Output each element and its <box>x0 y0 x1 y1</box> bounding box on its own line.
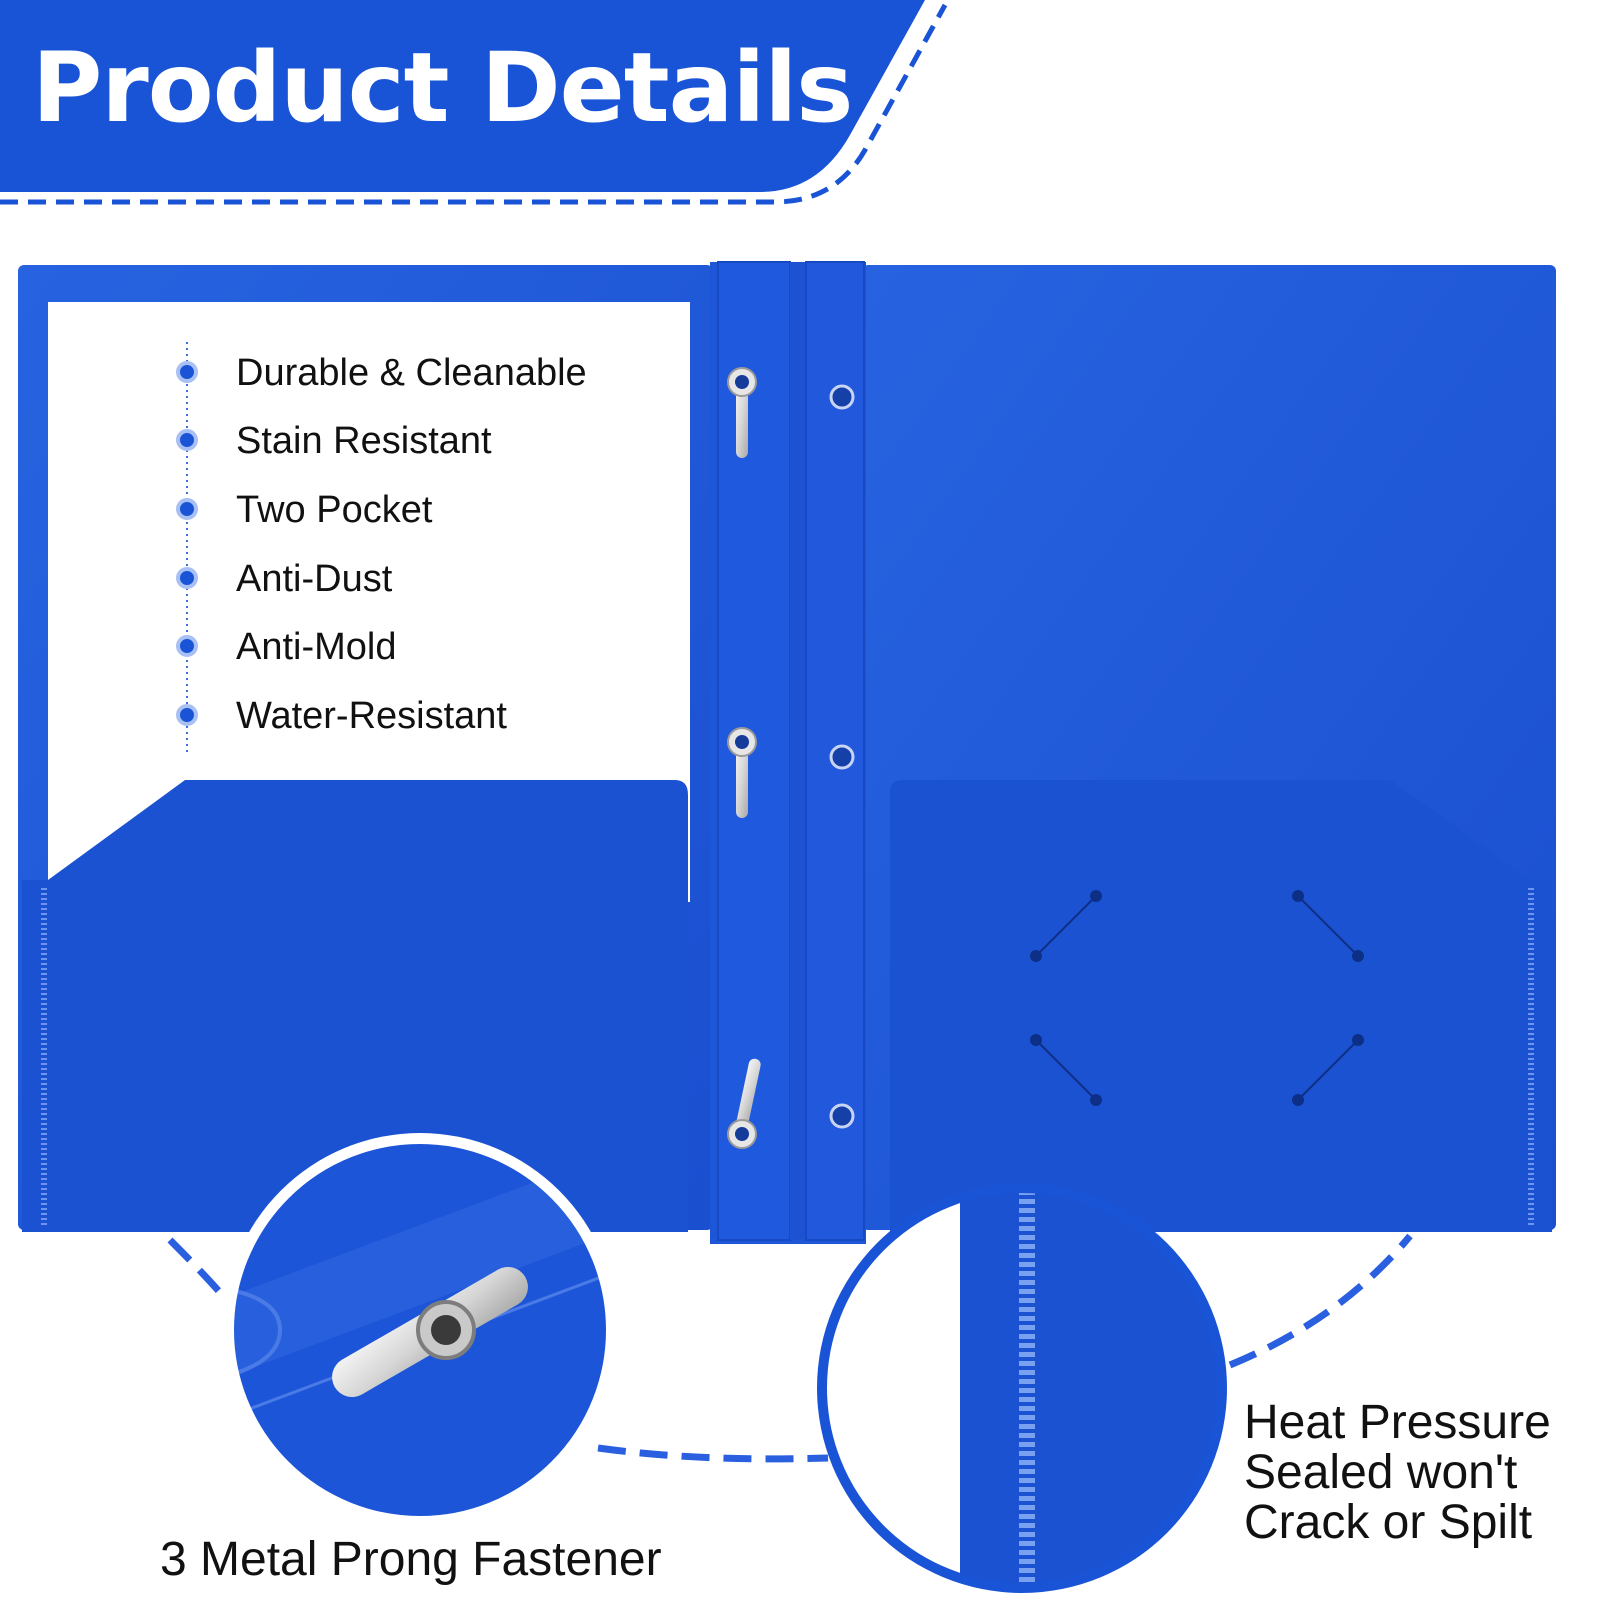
bullet-dot-icon <box>176 361 198 383</box>
bullet-dot-icon <box>176 704 198 726</box>
folder <box>18 261 1556 1244</box>
prong-fastener-icon <box>727 367 761 1149</box>
feature-item-pocket: Two Pocket <box>236 489 433 531</box>
feature-item-mold: Anti-Mold <box>236 626 397 668</box>
seal-caption: Heat Pressure Sealed won't Crack or Spil… <box>1244 1398 1551 1548</box>
right-pocket <box>890 780 1552 1232</box>
bullet-dot-icon <box>176 429 198 451</box>
feature-item-stain: Stain Resistant <box>236 420 492 462</box>
feature-bullets <box>176 342 198 752</box>
fastener-caption: 3 Metal Prong Fastener <box>160 1533 662 1586</box>
seal-caption-line: Heat Pressure <box>1244 1396 1551 1449</box>
page-title: Product Details <box>32 32 853 144</box>
feature-item-dust: Anti-Dust <box>236 558 393 600</box>
card-slits <box>1030 890 1364 1106</box>
fastener-zoom-circle <box>223 1133 617 1527</box>
seal-zoom-circle <box>817 1183 1227 1593</box>
title-banner <box>0 0 948 205</box>
zoom-connectors <box>167 1233 1413 1463</box>
bullet-dot-icon <box>176 567 198 589</box>
feature-item-durable: Durable & Cleanable <box>236 352 587 394</box>
seal-caption-line: Crack or Spilt <box>1244 1496 1533 1549</box>
bullet-dot-icon <box>176 635 198 657</box>
left-pocket <box>22 780 688 1232</box>
seal-caption-line: Sealed won't <box>1244 1446 1518 1499</box>
grommet-hole-icon <box>829 384 855 1129</box>
bullet-dot-icon <box>176 498 198 520</box>
feature-item-water: Water-Resistant <box>236 695 507 737</box>
